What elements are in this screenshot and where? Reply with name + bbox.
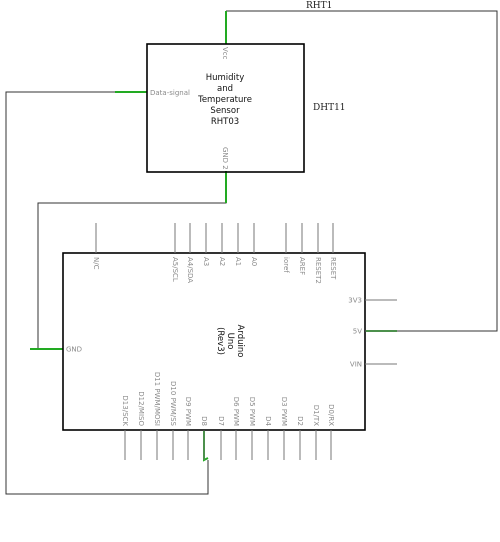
pin-label-d11-pwm-mosi: D11 PWM/MOSI — [153, 372, 161, 426]
arduino-bottom-pins: D13/SCK D12/MISO D11 PWM/MOSI D10 PWM/SS D9 … — [121, 372, 335, 460]
pin-label-d5-pwm: D5 PWM — [248, 397, 256, 426]
pin-label-d0-rx: D0/RX — [327, 404, 335, 426]
sensor-pin-vcc: Vcc — [221, 47, 229, 60]
pin-label-d1-tx: D1/TX — [312, 405, 320, 426]
sensor-pin-gnd: GND 2 — [221, 147, 229, 170]
pin-label-a0: A0 — [250, 257, 258, 266]
pin-label-a3: A3 — [202, 257, 210, 266]
sensor-title-line: Temperature — [197, 95, 252, 105]
arduino-box — [62, 252, 366, 431]
sensor-title-line: Humidity — [206, 73, 245, 83]
wire-vcc-to-5v — [226, 10, 498, 332]
pin-label-5v: 5V — [353, 328, 362, 336]
pin-label-a4-sda: A4/SDA — [186, 257, 194, 283]
pin-label-3v3: 3V3 — [348, 297, 362, 305]
wire-highlight-d8 — [203, 430, 209, 462]
pin-label-reset2: RESET2 — [314, 257, 322, 284]
pin-label-d6-pwm: D6 PWM — [232, 397, 240, 426]
rht1-label: RHT1 — [306, 1, 332, 11]
pin-label-n-c: N/C — [92, 257, 100, 270]
pin-label-d4: D4 — [264, 416, 272, 426]
arduino-left-pins: GND — [66, 346, 82, 354]
dht11-label: DHT11 — [313, 103, 346, 113]
pin-label-d7: D7 — [217, 416, 225, 426]
pin-label-a2: A2 — [218, 257, 226, 266]
pin-label-d8: D8 — [200, 416, 208, 426]
sensor-title-line: Sensor — [210, 106, 240, 116]
arduino-title-line: (Rev3) — [215, 327, 225, 355]
arduino-top-pins: N/C A5/SCL A4/SDA A3 A2 A1 A0 ioref AREF RESET2 RE… — [92, 223, 337, 284]
pin-label-d2: D2 — [296, 416, 304, 426]
pin-label-d3-pwm: D3 PWM — [280, 397, 288, 426]
pin-label-d9-pwm: D9 PWM — [184, 397, 192, 426]
pin-label-d12-miso: D12/MISO — [137, 391, 145, 426]
pin-label-ioref: ioref — [282, 257, 290, 273]
pin-label-d10-pwm-ss: D10 PWM/SS — [169, 381, 177, 427]
sensor-title-line: RHT03 — [211, 117, 239, 127]
pin-label-a1: A1 — [234, 257, 242, 266]
pin-label-vin: VIN — [350, 361, 362, 369]
wire-data-to-d8 — [5, 91, 209, 495]
pin-label-a5-scl: A5/SCL — [171, 257, 179, 282]
pin-label-gnd-left: GND — [66, 346, 82, 354]
arduino-right-pins: 3V3 5V VIN — [348, 297, 397, 369]
wire-gnd-to-gnd — [30, 173, 227, 350]
arduino-title-line: Arduino — [235, 325, 245, 358]
pin-label-aref: AREF — [298, 257, 306, 275]
sensor-box — [146, 43, 305, 173]
arduino-title-line: Uno — [225, 333, 235, 350]
pin-label-d13-sck: D13/SCK — [121, 395, 129, 426]
sensor-pin-data: Data-signal — [150, 89, 190, 97]
sensor-title-line: and — [217, 84, 233, 94]
pin-label-reset: RESET — [329, 257, 337, 280]
